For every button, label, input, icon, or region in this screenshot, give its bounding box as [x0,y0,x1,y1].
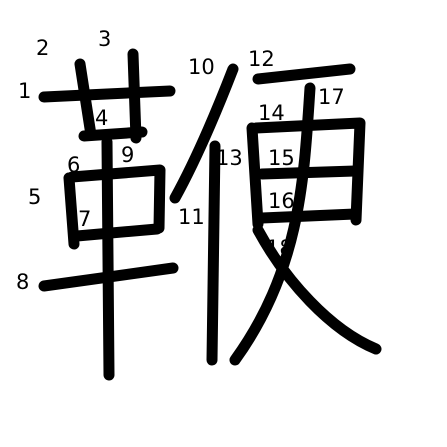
stroke-number: 8 [16,270,29,294]
stroke-number: 11 [178,205,205,229]
stroke-1 [38,85,176,103]
stroke-2 [74,58,97,141]
stroke-13 [246,122,264,230]
stroke-number-labels: 1 2 3 4 5 6 7 8 9 10 11 12 13 14 15 16 1… [16,27,345,294]
stroke-number: 1 [18,79,31,103]
stroke-number: 7 [78,207,91,231]
stroke-4 [78,126,148,142]
stroke-number: 3 [98,27,111,51]
stroke-6 [66,164,166,234]
stroke-10 [169,63,239,204]
stroke-number: 16 [268,189,295,213]
stroke-number: 18 [266,236,293,260]
stroke-17 [229,82,316,366]
stroke-14 [250,117,366,226]
stroke-number: 12 [248,47,275,71]
stroke-number: 13 [216,146,243,170]
stroke-number: 10 [188,55,215,79]
stroke-number: 9 [121,143,134,167]
character-strokes [38,48,382,381]
stroke-11 [206,140,221,366]
stroke-18 [252,224,382,355]
stroke-number: 15 [268,146,295,170]
stroke-number: 17 [318,85,345,109]
stroke-7 [71,223,163,242]
stroke-number: 2 [36,36,49,60]
stroke-number: 6 [67,153,80,177]
stroke-number: 5 [28,185,41,209]
stroke-9 [101,136,115,381]
stroke-number: 14 [258,101,285,125]
stroke-12 [252,63,356,85]
stroke-3 [127,48,142,144]
stroke-16 [256,208,361,224]
stroke-number: 4 [95,106,108,130]
